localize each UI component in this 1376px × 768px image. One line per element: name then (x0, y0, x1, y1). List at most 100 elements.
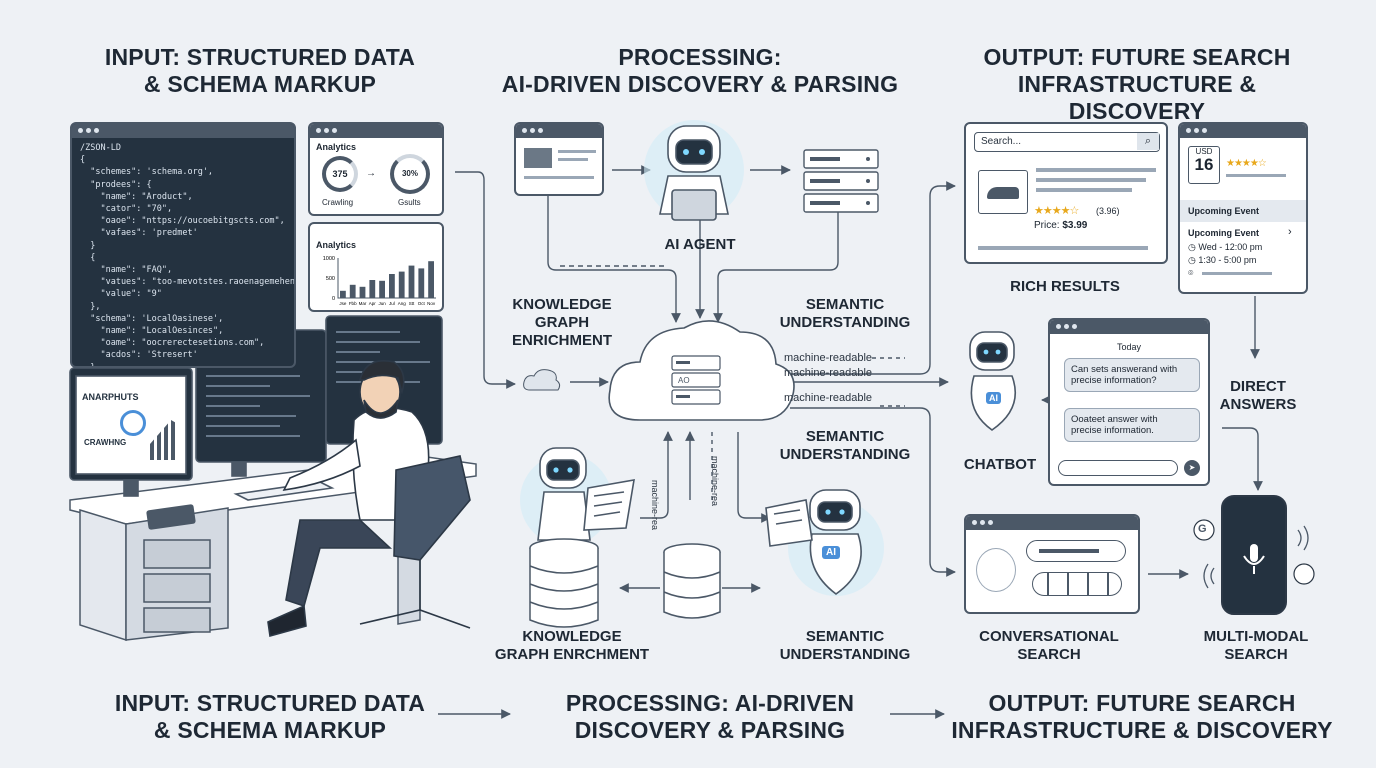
chart-bar (398, 271, 405, 298)
calendar-icon: USD 16 (1188, 146, 1220, 184)
chevron-right-icon[interactable]: › (1288, 226, 1292, 238)
window-titlebar (72, 124, 294, 138)
json-ld-code: /ZSON-LD{ "schemes": 'schema.org', "prod… (72, 138, 296, 368)
event-time-2: ◷ 1:30 - 5:00 pm (1188, 255, 1257, 265)
chatbot-ai-badge: AI (986, 392, 1001, 404)
x-tick-label: Ang (398, 301, 407, 306)
analytics-card-gauges: Analytics 375 Crawling → 30% Gsults (308, 122, 444, 216)
chart-bar (359, 286, 366, 298)
x-tick-label: Oct (418, 301, 426, 306)
kg-enrichment-label-top: KNOWLEDGE GRAPH ENRICHMENT (512, 296, 612, 349)
rich-results-window: Search... ⌕ ★★★★☆ (3.96) Price: $3.99 (964, 122, 1168, 264)
x-tick-label: Jul (389, 301, 395, 306)
chatbot-label: CHATBOT (963, 456, 1037, 473)
results-gauge: 30% (390, 154, 430, 194)
code-line: "cator": "70", (80, 204, 173, 215)
voice-avatar-icon (976, 548, 1016, 592)
code-line: "vafaes": 'predmet' (80, 228, 198, 239)
semantic-understanding-label-top: SEMANTIC UNDERSTANDING (779, 296, 911, 331)
rich-results-label: RICH RESULTS (1010, 278, 1120, 295)
event-header: Upcoming Event (1180, 200, 1306, 222)
chatbot-window: Today Can sets answerand with precise in… (1048, 318, 1210, 486)
machine-readable-2: machine-readable (784, 367, 873, 379)
robot-ai-badge: AI (822, 546, 840, 559)
code-line: } (80, 240, 96, 251)
chart-bar (389, 274, 395, 298)
x-tick-label: Jun (378, 301, 386, 306)
event-title: Upcoming Event (1188, 228, 1260, 238)
chat-date: Today (1116, 342, 1142, 352)
rating-count: (3.96) (1096, 206, 1120, 216)
heading-processing-bottom: PROCESSING: AI-DRIVEN DISCOVERY & PARSIN… (565, 690, 855, 743)
y-tick-label: 0 (332, 296, 335, 302)
search-placeholder: Search... (981, 136, 1022, 147)
send-icon[interactable]: ➤ (1184, 460, 1200, 476)
code-editor-window: /ZSON-LD{ "schemes": 'schema.org', "prod… (70, 122, 296, 368)
code-line: "prodees": { (80, 179, 152, 190)
machine-readable-1: machine-readable (784, 352, 873, 364)
crawling-gauge: 375 (322, 156, 358, 192)
crawling-label: Crawling (322, 198, 354, 207)
heading-input-bottom: INPUT: STRUCTURED DATA & SCHEMA MARKUP (114, 690, 426, 743)
conversational-search-label: CONVERSATIONAL SEARCH (979, 628, 1119, 663)
direct-answers-label: DIRECT ANSWERS (1219, 378, 1297, 413)
microphone-icon (1246, 540, 1262, 570)
cloud-server-label-2: AO (678, 376, 690, 385)
code-line: "name": "Aroduct", (80, 191, 193, 202)
google-icon: G (1198, 523, 1207, 535)
chat-bubble-question: Can sets answerand with precise informat… (1064, 358, 1200, 392)
code-line: "name": "FAQ", (80, 265, 173, 276)
monitor-subtitle: CRAWHNG (84, 438, 127, 447)
conversational-search-window (964, 514, 1140, 614)
code-line: "name": "LocalOesinces", (80, 326, 224, 337)
x-tick-label: Mar (359, 301, 367, 306)
heading-input-top: INPUT: STRUCTURED DATA & SCHEMA MARKUP (104, 44, 416, 97)
x-tick-label: Nov (427, 301, 436, 306)
multimodal-search-label: MULTI-MODAL SEARCH (1203, 628, 1309, 663)
shoe-thumbnail (978, 170, 1028, 214)
code-line: "schemes": 'schema.org', (80, 167, 214, 178)
chart-bar (418, 268, 425, 298)
x-tick-label: Fbb (349, 301, 357, 306)
heading-processing-top: PROCESSING: AI-DRIVEN DISCOVERY & PARSIN… (501, 44, 899, 97)
page-image (524, 148, 552, 168)
vertical-machine-readable-1: machine-rea (650, 480, 660, 531)
analytics-title: Analytics (316, 142, 357, 152)
chat-input[interactable] (1058, 460, 1178, 476)
search-box[interactable]: Search... ⌕ (974, 132, 1160, 152)
code-line: "schema": 'LocalOasinese', (80, 313, 224, 324)
event-card-window: USD 16 ★★★★☆ Upcoming Event Upcoming Eve… (1178, 122, 1308, 294)
search-icon[interactable]: ⌕ (1137, 133, 1159, 150)
monitor-title: ANARPHUTS (82, 392, 139, 402)
results-label: Gsults (398, 198, 421, 207)
monitor-gauge (120, 410, 146, 436)
event-stars: ★★★★☆ (1226, 158, 1267, 169)
code-line: "value": "9" (80, 289, 162, 300)
code-line: "oame": "oocrerectesetions.com", (80, 338, 265, 349)
code-line: "acdos": 'Stresert' (80, 350, 198, 361)
code-line: /ZSON-LD (80, 143, 121, 153)
heading-output-top: OUTPUT: FUTURE SEARCH INFRASTRUCTURE & D… (983, 44, 1291, 124)
code-line: "vatues": "too-mevotstes.raoenagemehent;… (80, 277, 296, 288)
chart-bar (349, 284, 356, 298)
webpage-window (514, 122, 604, 196)
vertical-machine-readable-2: machine-rea (710, 456, 720, 507)
y-tick-label: 1000 (323, 256, 335, 262)
code-line: "oaoe": "nttps://oucoebitgscts.com", (80, 216, 285, 227)
event-time-1: ◷ Wed - 12:00 pm (1188, 242, 1263, 252)
code-line: } (80, 362, 96, 368)
location-pin-icon: ⌾ (1188, 268, 1194, 278)
chat-bubble-answer: Ooateet answer with precise information. (1064, 408, 1200, 442)
analytics-chart-title: Analytics (316, 240, 357, 250)
chart-bar (428, 261, 434, 298)
chart-bar (340, 290, 346, 298)
chart-bar (408, 265, 415, 298)
kg-enrichment-label-bottom: KNOWLEDGE GRAPH ENRCHMENT (494, 628, 650, 663)
heading-output-bottom: OUTPUT: FUTURE SEARCH INFRASTRUCTURE & D… (951, 690, 1333, 743)
semantic-understanding-label-mid: SEMANTIC UNDERSTANDING (779, 428, 911, 463)
chart-bar (369, 280, 376, 298)
star-rating: ★★★★☆ (1034, 205, 1079, 217)
x-tick-label: Jse (339, 301, 347, 306)
